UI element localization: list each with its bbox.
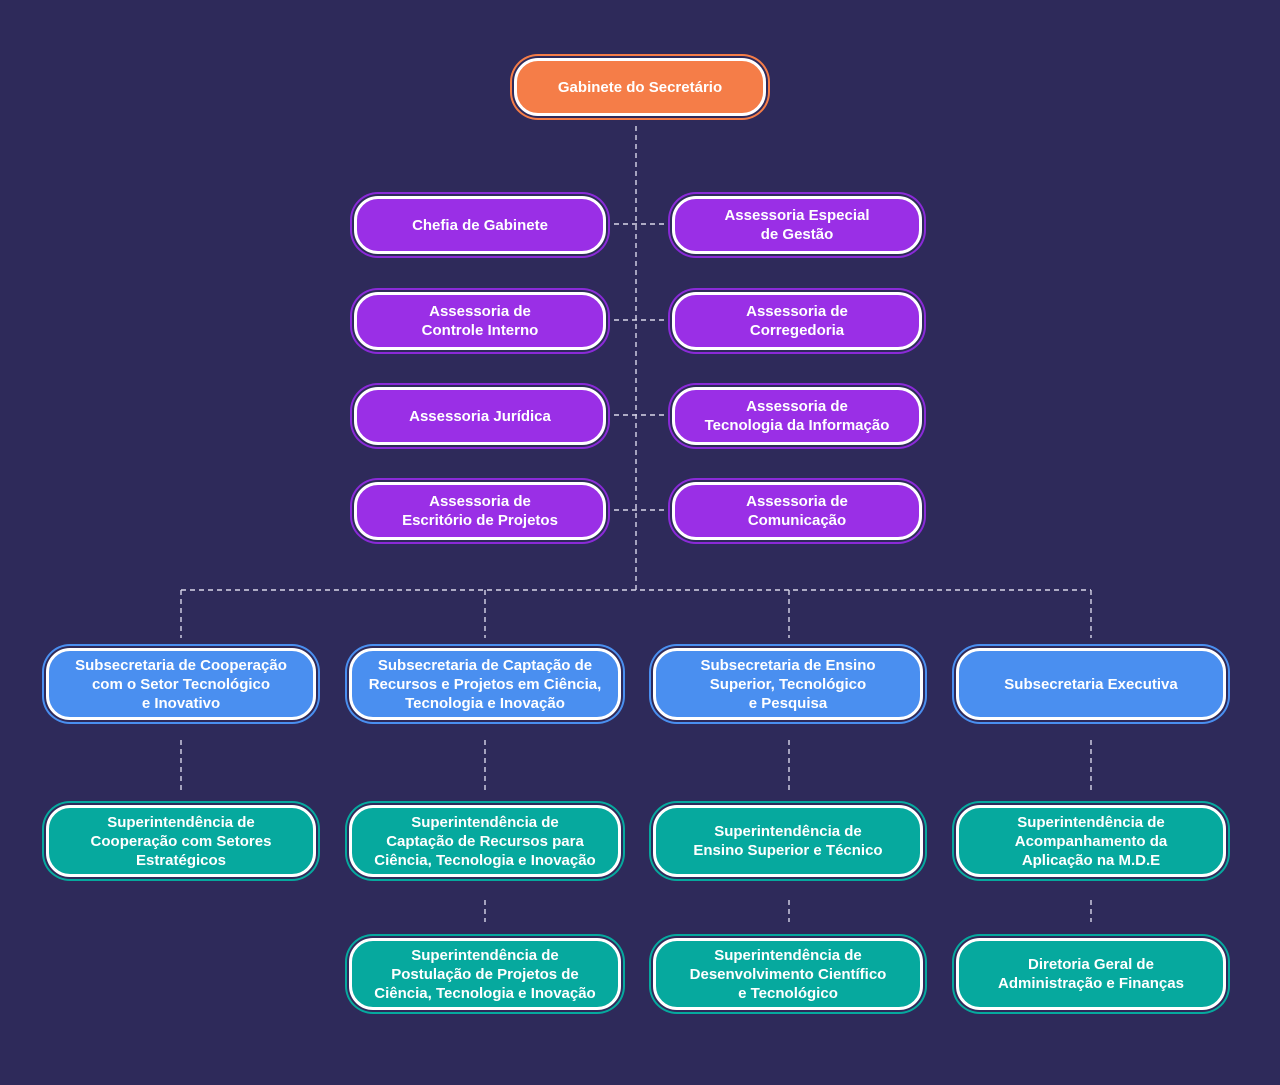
node-projetos: Assessoria de Escritório de Projetos: [354, 482, 606, 540]
node-sup-captacao: Superintendência de Captação de Recursos…: [349, 805, 621, 877]
node-ti: Assessoria de Tecnologia da Informação: [672, 387, 922, 445]
node-esp-gestao: Assessoria Especial de Gestão: [672, 196, 922, 254]
node-sup-desenv: Superintendência de Desenvolvimento Cien…: [653, 938, 923, 1010]
node-sup-ensino: Superintendência de Ensino Superior e Té…: [653, 805, 923, 877]
node-controle: Assessoria de Controle Interno: [354, 292, 606, 350]
node-juridica: Assessoria Jurídica: [354, 387, 606, 445]
node-dir-adm: Diretoria Geral de Administração e Finan…: [956, 938, 1226, 1010]
node-comunicacao: Assessoria de Comunicação: [672, 482, 922, 540]
node-corregedoria: Assessoria de Corregedoria: [672, 292, 922, 350]
node-gabinete: Gabinete do Secretário: [514, 58, 766, 116]
node-sup-cooperacao: Superintendência de Cooperação com Setor…: [46, 805, 316, 877]
node-subsec-cooperacao: Subsecretaria de Cooperação com o Setor …: [46, 648, 316, 720]
node-sup-mde: Superintendência de Acompanhamento da Ap…: [956, 805, 1226, 877]
node-subsec-ensino: Subsecretaria de Ensino Superior, Tecnol…: [653, 648, 923, 720]
node-subsec-executiva: Subsecretaria Executiva: [956, 648, 1226, 720]
node-subsec-captacao: Subsecretaria de Captação de Recursos e …: [349, 648, 621, 720]
node-chefia: Chefia de Gabinete: [354, 196, 606, 254]
node-sup-postulacao: Superintendência de Postulação de Projet…: [349, 938, 621, 1010]
